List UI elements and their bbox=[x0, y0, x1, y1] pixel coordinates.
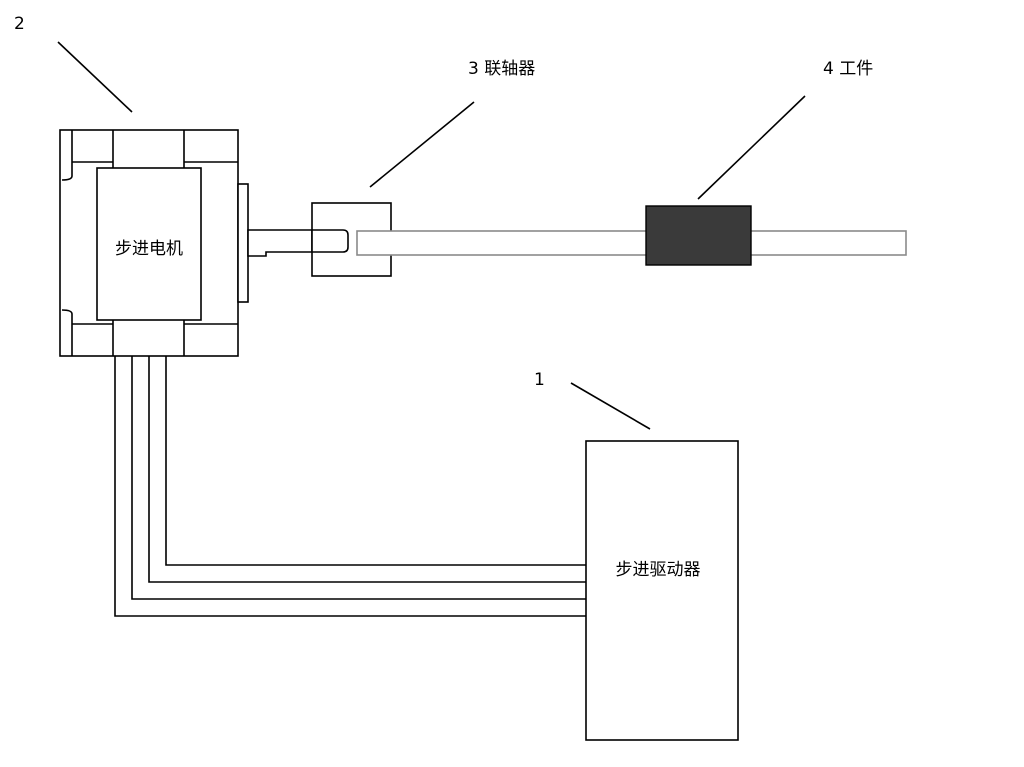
motor-body bbox=[96, 167, 202, 321]
callout-label-driver: 1 bbox=[534, 370, 545, 390]
coupling-shaft-end bbox=[312, 229, 349, 253]
motor-wires bbox=[114, 356, 586, 617]
callout-label-workpiece: 4 工件 bbox=[823, 59, 873, 79]
leader-line-motor bbox=[57, 41, 133, 113]
wire-4 bbox=[165, 356, 586, 566]
stepper-motor: 步进电机 bbox=[59, 129, 313, 357]
stepper-driver: 步进驱动器 bbox=[585, 440, 739, 741]
driver-body bbox=[585, 440, 739, 741]
motor-bottom-block bbox=[112, 320, 185, 356]
workpiece-block bbox=[645, 205, 752, 266]
wire-3 bbox=[148, 356, 586, 583]
callout-label-coupling: 3 联轴器 bbox=[468, 59, 535, 79]
motor-shaft bbox=[247, 229, 313, 257]
motor-left-notch-bottom bbox=[61, 309, 73, 356]
wire-2 bbox=[131, 356, 586, 600]
motor-top-block bbox=[112, 130, 185, 168]
driver-label: 步进驱动器 bbox=[616, 560, 701, 580]
callout-label-motor: 2 bbox=[14, 14, 25, 34]
motor-left-notch-top bbox=[61, 130, 73, 181]
lead-screw bbox=[356, 230, 907, 256]
leader-line-driver bbox=[570, 382, 651, 430]
leader-line-workpiece bbox=[697, 95, 806, 200]
wire-1 bbox=[114, 356, 586, 617]
motor-flange bbox=[237, 183, 249, 303]
motor-label: 步进电机 bbox=[115, 239, 183, 259]
leader-line-coupling bbox=[369, 101, 475, 188]
